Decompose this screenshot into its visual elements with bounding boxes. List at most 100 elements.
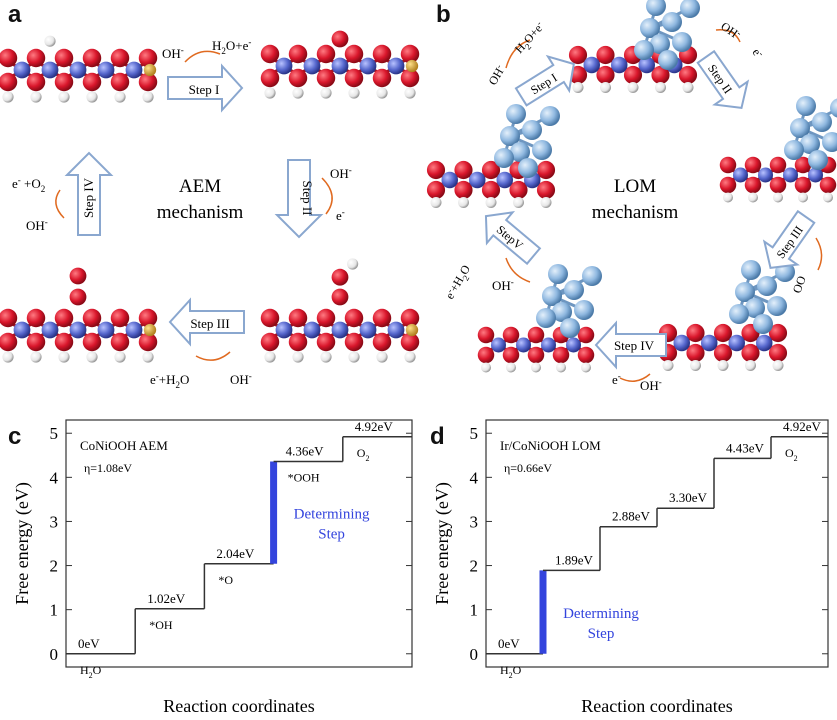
panel-letter-c: c (8, 423, 21, 450)
lom-structure-left-iridium-atom (506, 104, 526, 124)
aem-structure-bottom-right-metal-atom (331, 321, 349, 339)
aem-structure-top-right-oxygen-atom (344, 44, 364, 64)
lom-structure-right-metal-atom (758, 167, 773, 183)
x-axis-label: Reaction coordinates (581, 696, 732, 716)
lom-structure-top-oxygen-atom (651, 65, 670, 85)
lom-structure-left-iridium-atom (540, 106, 560, 126)
lom-structure-top-oxygen-atom (568, 45, 588, 65)
chart-annotation-title: Ir/CoNiOOH LOM (500, 438, 601, 453)
lom-structure-bottom-left-hydrogen-atom (581, 362, 591, 373)
lom-structure-top-hydrogen-atom (572, 82, 584, 93)
lom-structure-bottom-left-iridium-atom (560, 318, 580, 338)
lom-structure-bottom-left-oxygen-atom (577, 326, 595, 344)
aem-structure-bottom-left-oxygen-atom (110, 332, 130, 352)
lom-step2-arrow-group: Step II (696, 49, 750, 109)
aem-structure-bottom-right-hydrogen-atom (404, 351, 416, 363)
lom-step5-reactant: OH- (492, 277, 514, 293)
aem-step1-arrow (167, 63, 244, 113)
energy-value-label: 0eV (498, 636, 520, 651)
lom-structure-top-iridium-atom (662, 12, 682, 32)
aem-step4-label: Step IV (81, 177, 96, 218)
aem-step4-product: e- +O2 (12, 175, 45, 194)
aem-step2-label: Step II (300, 180, 315, 215)
species-label: O2 (357, 446, 370, 463)
lom-structure-bottom-left-metal-atom (516, 337, 531, 353)
lom-structure-left-hydrogen-atom (485, 197, 497, 208)
lom-structure-bottom-right-hydrogen-atom (662, 360, 674, 371)
lom-structure-top-hydrogen-atom (682, 82, 694, 93)
lom-structure-top-oxygen-atom (596, 65, 615, 85)
aem-step1-reactant: OH- (162, 45, 184, 61)
aem-step3-product: e-+H2O (150, 371, 189, 390)
aem-structure-top-right-oxygen-atom (288, 68, 308, 88)
aem-structure-bottom-left-oxygen-atom (26, 332, 46, 352)
lom-structure-bottom-right-iridium-atom (767, 296, 787, 316)
lom-structure-top-metal-atom (583, 56, 600, 74)
aem-structure-top-left-metal-atom (69, 61, 87, 79)
lom-step4-product: e- (612, 371, 621, 387)
aem-step1-curve (184, 50, 221, 63)
panel-a-aem-scheme: Step I OH- H2O+e- Step II OH- e- Step II… (0, 30, 420, 390)
aem-structure-top-left-oxygen-atom (82, 72, 102, 92)
aem-structure-top-right-hydrogen-atom (348, 87, 360, 99)
lom-structure-right-hydrogen-atom (773, 192, 783, 203)
aem-structure-bottom-left (0, 267, 158, 363)
lom-step4-curve (619, 373, 651, 382)
lom-step1-product: H2O+e- (511, 19, 549, 58)
lom-structure-bottom-left-iridium-atom (564, 280, 584, 300)
aem-structure-bottom-left-hydrogen-atom (58, 351, 70, 363)
aem-structure-bottom-left-hydrogen-atom (2, 351, 14, 363)
aem-structure-bottom-left-metal-atom (13, 321, 31, 339)
lom-structure-right-iridium-atom (800, 134, 820, 154)
lom-structure-left-iridium-atom (500, 126, 520, 146)
lom-structure-bottom-left-hydrogen-atom (481, 362, 491, 373)
y-tick-label: 2 (50, 557, 59, 576)
y-tick-label: 1 (470, 601, 479, 620)
aem-structure-bottom-left-dopant-atom (143, 323, 157, 337)
energy-value-label: 2.04eV (216, 546, 255, 561)
lom-step4-label: Step IV (614, 338, 655, 353)
lom-mechanism-title-2: mechanism (592, 202, 679, 223)
lom-structure-bottom-left-oxygen-atom (502, 346, 520, 364)
aem-structure-top-left-oxygen-atom (110, 48, 130, 68)
aem-structure-bottom-right (260, 258, 420, 363)
aem-structure-top-right-oxygen-atom (260, 44, 280, 64)
lom-structure-bottom-left-oxygen-atom (552, 346, 570, 364)
lom-step5-arrow (484, 211, 542, 266)
lom-structure-right-oxygen-atom (769, 156, 787, 174)
lom-step2-reactant: OH- (718, 18, 743, 42)
lom-structure-bottom-left-iridium-atom (574, 300, 594, 320)
aem-step3-curve (195, 351, 231, 361)
aem-step3-label: Step III (190, 316, 229, 331)
determining-step-label: Step (588, 626, 615, 642)
lom-step1-arrow (514, 54, 575, 107)
lom-structure-right-oxygen-atom (819, 176, 837, 194)
aem-structure-top-right-oxygen-atom (331, 30, 349, 48)
aem-structure-bottom-right-oxygen-atom (372, 308, 392, 328)
lom-structure-left-oxygen-atom (481, 180, 501, 200)
lom-structure-top-iridium-atom (658, 50, 678, 70)
aem-structure-bottom-right-oxygen-atom (400, 308, 420, 328)
aem-structure-bottom-right-oxygen-atom (260, 308, 280, 328)
y-tick-label: 3 (50, 512, 59, 531)
y-tick-label: 4 (470, 468, 479, 487)
lom-structure-right-iridium-atom (812, 112, 832, 132)
aem-structure-top-right-oxygen-atom (316, 44, 336, 64)
lom-structure-bottom-left-oxygen-atom (477, 346, 495, 364)
lom-structure-left-metal-atom (496, 171, 513, 189)
aem-structure-top-left-hydrogen-atom (86, 91, 98, 103)
panel-b-lom-scheme: Step I OH- H2O+e- Step II OH- e- Step II… (426, 0, 837, 393)
y-tick-label: 2 (470, 557, 479, 576)
y-axis-label: Free energy (eV) (12, 482, 33, 605)
lom-structure-right-hydrogen-atom (723, 192, 733, 203)
lom-structure-right-metal-atom (783, 167, 798, 183)
y-tick-label: 0 (50, 645, 59, 664)
aem-structure-top-right-oxygen-atom (316, 68, 336, 88)
aem-step4-curve (55, 189, 65, 219)
aem-structure-top-right-oxygen-atom (344, 68, 364, 88)
species-label: H2O (500, 663, 522, 680)
aem-structure-top-left-metal-atom (13, 61, 31, 79)
lom-structure-right-metal-atom (808, 167, 823, 183)
lom-structure-top-oxygen-atom (678, 65, 698, 85)
